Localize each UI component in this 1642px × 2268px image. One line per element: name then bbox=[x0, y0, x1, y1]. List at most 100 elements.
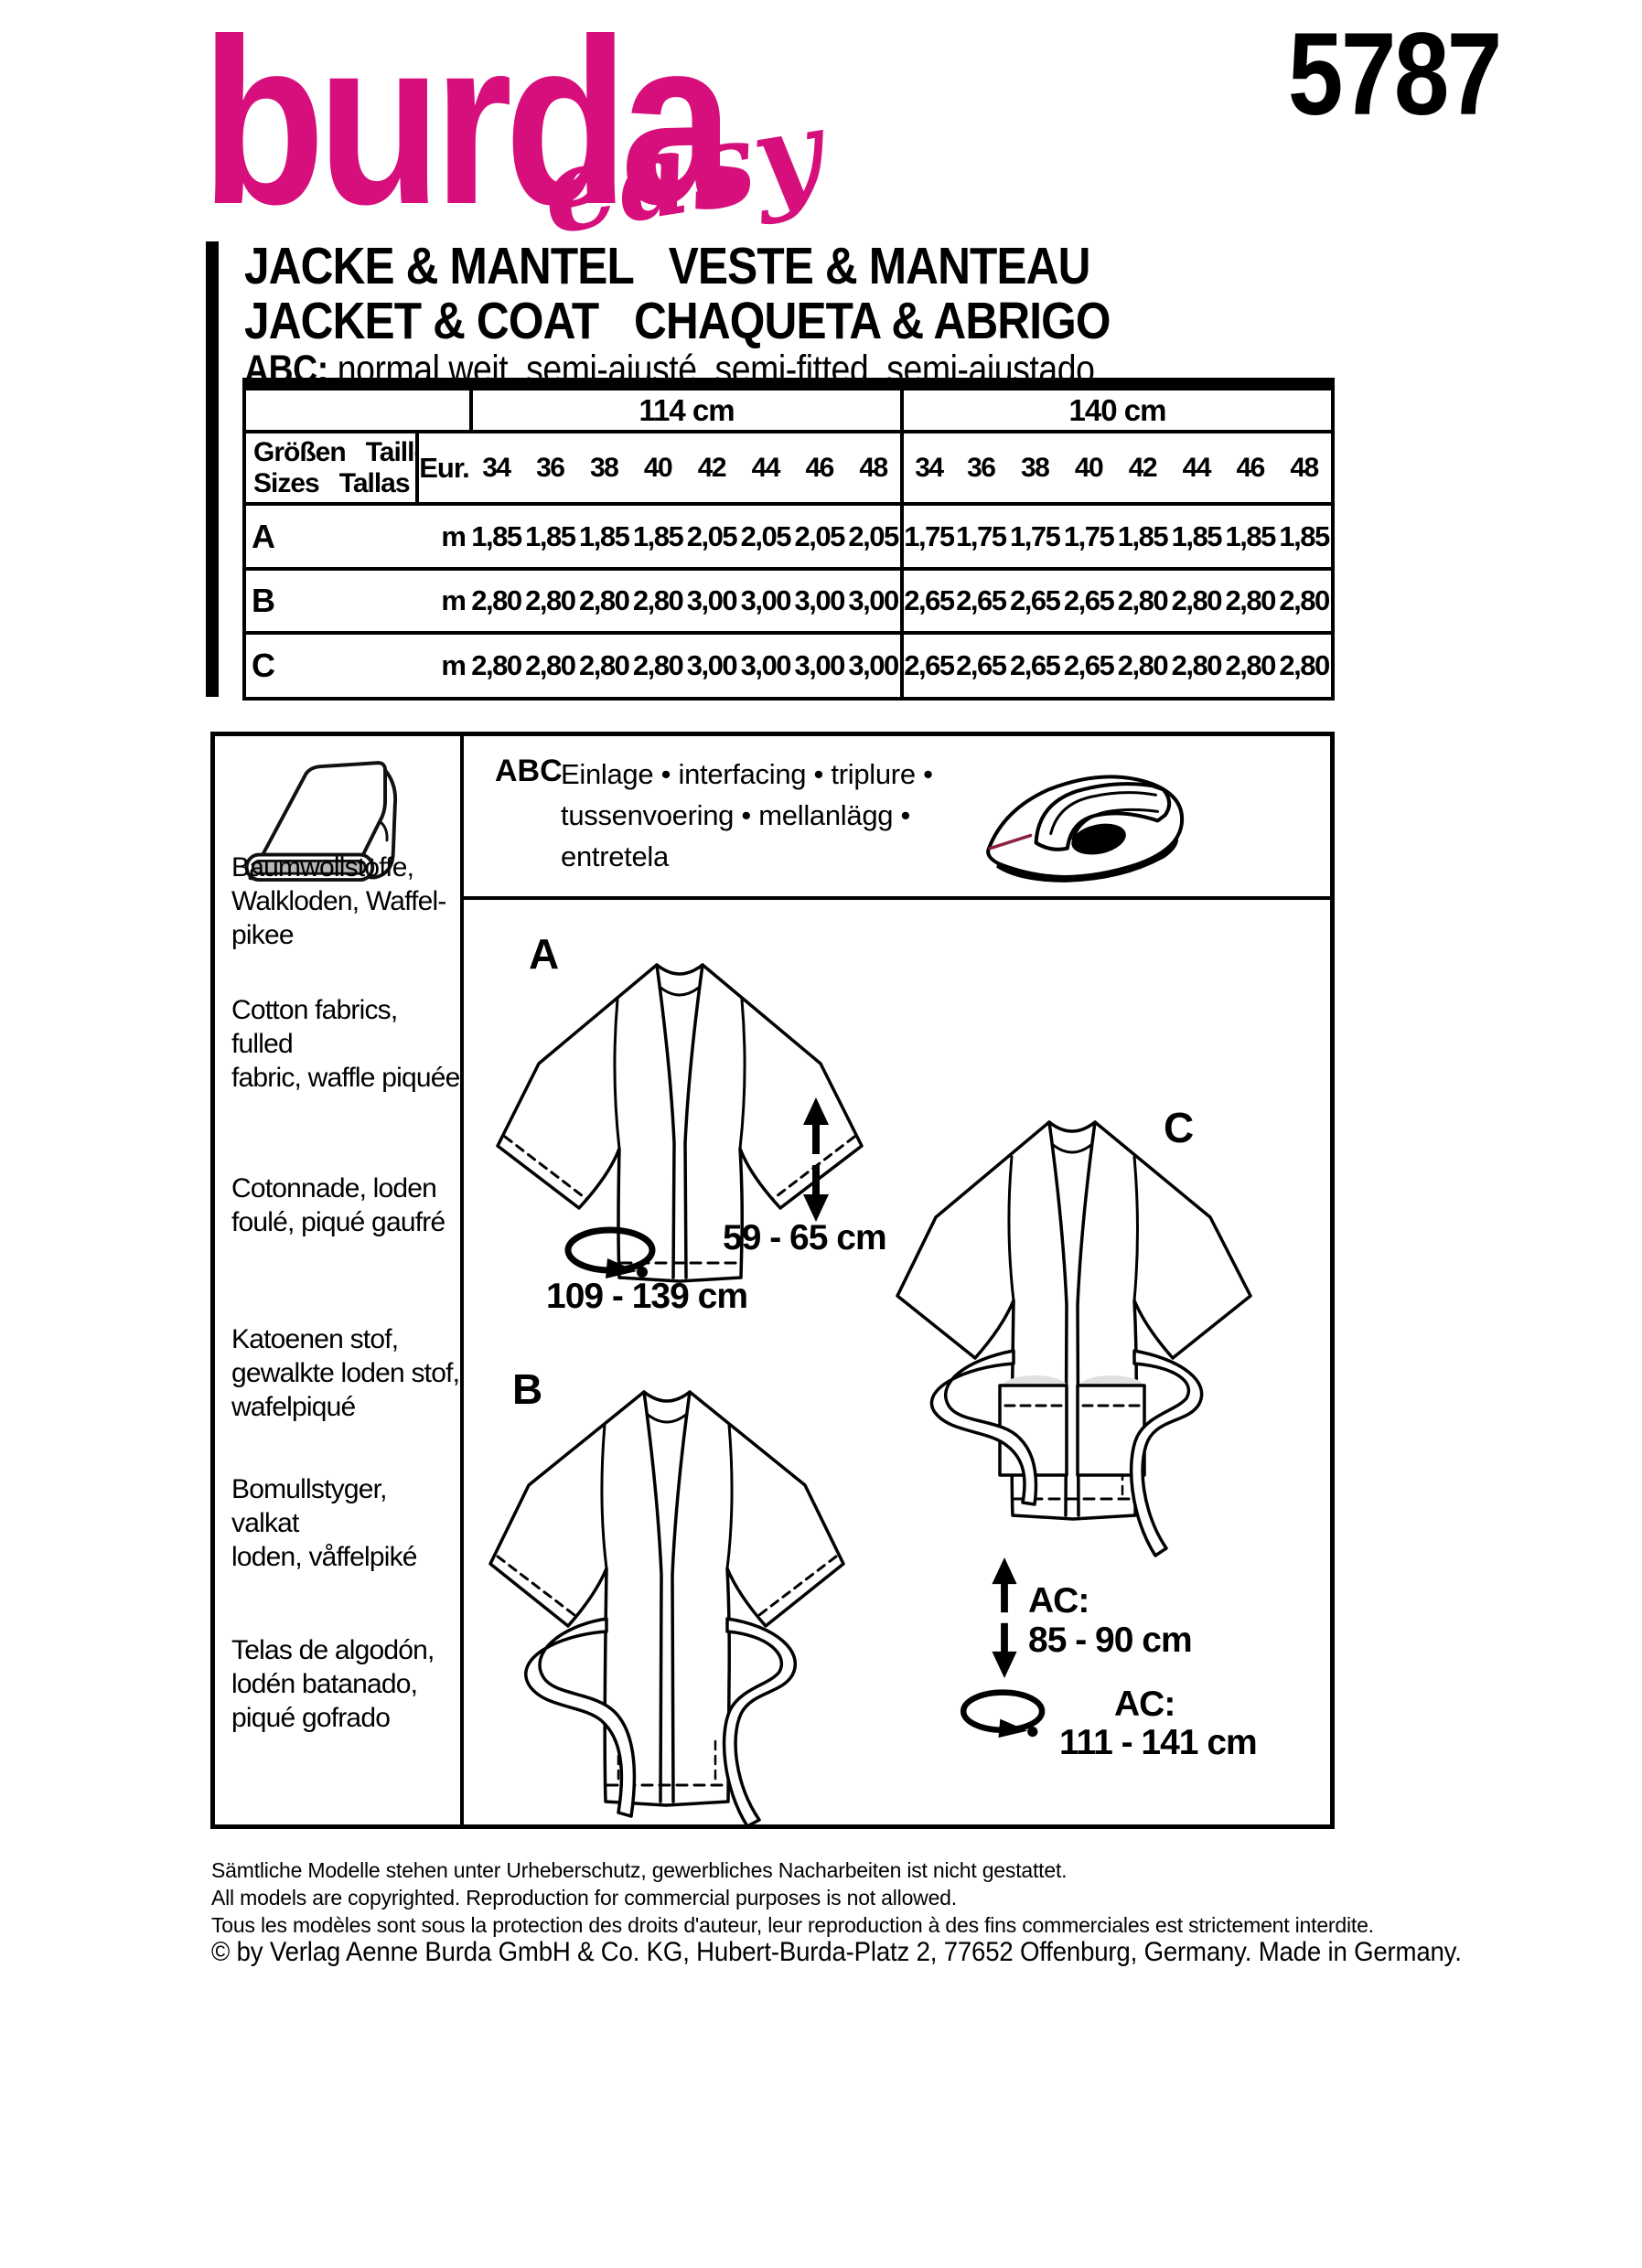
table-cell: 34 bbox=[900, 433, 954, 502]
ac-length-label: AC: bbox=[1028, 1581, 1089, 1621]
table-cell: 2,80 bbox=[525, 584, 576, 616]
table-cell: 2,80 bbox=[632, 649, 684, 681]
interfacing-text: Einlage • interfacing • triplure • tusse… bbox=[561, 758, 933, 872]
iron-icon bbox=[977, 762, 1198, 895]
view-c-label: C bbox=[252, 647, 275, 684]
table-cell: 2,80 bbox=[1171, 584, 1223, 616]
table-cell: 2,05 bbox=[686, 519, 738, 552]
table-cell: 1,85 bbox=[579, 519, 630, 552]
eur-label: Eur. bbox=[415, 433, 469, 502]
table-cell: 1,85 bbox=[1117, 519, 1169, 552]
table-cell: 2,65 bbox=[1063, 584, 1115, 616]
table-cell: 2,05 bbox=[848, 519, 899, 552]
garment-a-label: A bbox=[529, 930, 560, 978]
fabric-width-header-row: 114 cm 140 cm bbox=[246, 390, 1331, 433]
ac-width-label: AC: bbox=[1114, 1685, 1175, 1724]
table-cell: 2,80 bbox=[1117, 649, 1169, 681]
empty-cell bbox=[246, 390, 469, 430]
table-cell: 2,65 bbox=[956, 584, 1007, 616]
unit-m: m bbox=[441, 649, 467, 681]
yardage-table: 114 cm 140 cm Größen Tailles Sizes Talla… bbox=[242, 378, 1335, 701]
title-line-de-fr: JACKE & MANTEL VESTE & MANTEAU bbox=[244, 237, 1090, 295]
table-cell: 1,85 bbox=[525, 519, 576, 552]
interfacing-section-divider bbox=[464, 896, 1335, 900]
interfacing-view-letters: ABC bbox=[495, 754, 563, 788]
table-cell: 2,80 bbox=[525, 649, 576, 681]
garment-a-length: 59 - 65 cm bbox=[723, 1218, 887, 1257]
table-cell: 2,65 bbox=[1010, 584, 1061, 616]
fabric-note-nl: Katoenen stof, gewalkte loden stof, wafe… bbox=[231, 1324, 460, 1422]
table-cell: 1,85 bbox=[1171, 519, 1223, 552]
table-cell: 2,80 bbox=[579, 584, 630, 616]
garment-a-width: 109 - 139 cm bbox=[546, 1277, 748, 1316]
table-cell: 2,80 bbox=[1171, 649, 1223, 681]
fabric-width-114: 114 cm bbox=[469, 390, 900, 430]
table-cell: 2,65 bbox=[1010, 649, 1061, 681]
table-cell: 1,75 bbox=[1063, 519, 1115, 552]
fabric-note-fr: Cotonnade, loden foulé, piqué gaufré bbox=[231, 1173, 445, 1237]
table-cell: 3,00 bbox=[794, 649, 846, 681]
ac-length-value: 85 - 90 cm bbox=[1028, 1621, 1193, 1660]
fabric-column-divider bbox=[460, 732, 464, 1829]
length-arrow-a-icon bbox=[800, 1097, 832, 1222]
table-cell: 1,75 bbox=[900, 506, 954, 567]
view-b-label: B bbox=[252, 582, 275, 619]
table-cell: 46 bbox=[1236, 452, 1266, 483]
table-cell: 42 bbox=[1128, 452, 1158, 483]
length-arrow-ac-icon bbox=[988, 1557, 1021, 1678]
table-cell: 2,65 bbox=[956, 649, 1007, 681]
table-cell: 2,65 bbox=[900, 635, 954, 697]
table-cell: 3,00 bbox=[686, 649, 738, 681]
ac-width-value: 111 - 141 cm bbox=[1059, 1723, 1258, 1762]
table-cell: 2,80 bbox=[1225, 584, 1277, 616]
table-cell: 1,85 bbox=[1225, 519, 1277, 552]
table-cell: 3,00 bbox=[740, 584, 792, 616]
table-cell: 46 bbox=[805, 452, 835, 483]
table-cell: 2,80 bbox=[1225, 649, 1277, 681]
copyright-line-de: Sämtliche Modelle stehen unter Urhebersc… bbox=[211, 1858, 1068, 1882]
illustration-box bbox=[210, 732, 1335, 1829]
table-cell: 36 bbox=[536, 452, 565, 483]
table-cell: 3,00 bbox=[740, 649, 792, 681]
width-ellipse-a-icon bbox=[563, 1225, 660, 1280]
table-cell: 34 bbox=[482, 452, 511, 483]
table-cell: 48 bbox=[1290, 452, 1319, 483]
table-cell: 2,65 bbox=[1063, 649, 1115, 681]
table-cell: 40 bbox=[643, 452, 673, 483]
fabric-width-140: 140 cm bbox=[900, 390, 1331, 430]
table-cell: 1,75 bbox=[956, 519, 1007, 552]
copyright-line-fr: Tous les modèles sont sous la protection… bbox=[211, 1913, 1374, 1937]
table-cell: 36 bbox=[967, 452, 996, 483]
pattern-number: 5787 bbox=[1052, 16, 1502, 134]
garment-b-drawing bbox=[450, 1383, 894, 1827]
fabric-note-de: Baumwollstoffe, Walkloden, Waffel- pikee bbox=[231, 852, 446, 950]
fabric-note-es: Telas de algodón, lodén batanado, piqué … bbox=[231, 1635, 435, 1733]
fabric-note-en: Cotton fabrics, fulled fabric, waffle pi… bbox=[231, 995, 460, 1093]
width-ellipse-ac-icon bbox=[959, 1688, 1050, 1739]
copyright-line-en: All models are copyrighted. Reproduction… bbox=[211, 1886, 957, 1910]
table-cell: 2,05 bbox=[794, 519, 846, 552]
table-cell: 1,85 bbox=[471, 519, 522, 552]
garment-b-label: B bbox=[512, 1365, 543, 1413]
table-cell: 3,00 bbox=[794, 584, 846, 616]
table-cell: 38 bbox=[590, 452, 619, 483]
table-cell: 1,75 bbox=[1010, 519, 1061, 552]
table-cell: 2,80 bbox=[1279, 649, 1330, 681]
unit-m: m bbox=[441, 519, 467, 552]
table-cell: 2,05 bbox=[740, 519, 792, 552]
unit-m: m bbox=[441, 584, 467, 616]
garment-c-drawing bbox=[846, 1111, 1313, 1561]
sizes-header-label: Größen Tailles Sizes Tallas bbox=[253, 436, 415, 498]
view-a-label: A bbox=[252, 517, 275, 555]
table-cell: 2,80 bbox=[1117, 584, 1169, 616]
table-cell: 40 bbox=[1074, 452, 1104, 483]
table-cell: 44 bbox=[1182, 452, 1212, 483]
table-cell: 2,80 bbox=[579, 649, 630, 681]
table-cell: 3,00 bbox=[686, 584, 738, 616]
table-cell: 3,00 bbox=[848, 584, 899, 616]
table-cell: 38 bbox=[1021, 452, 1050, 483]
